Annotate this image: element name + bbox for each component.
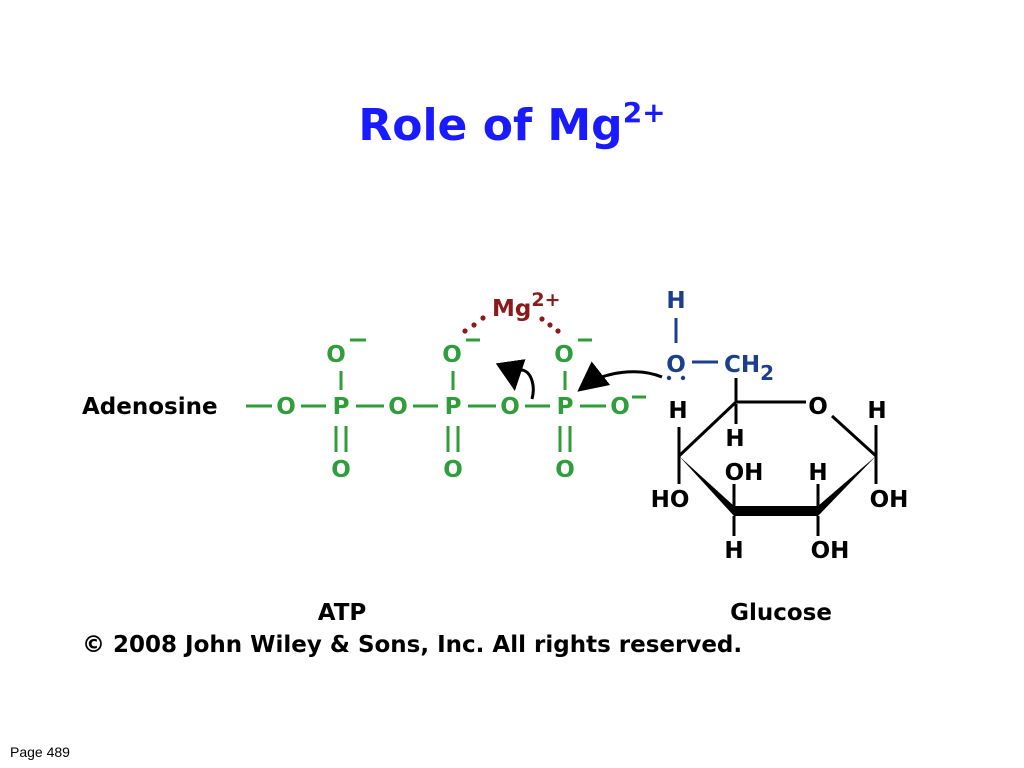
ring-bond [677,400,738,458]
mg-coordination-dots-right [539,316,561,334]
bridging-oxygen: O [500,394,520,420]
ring-hydroxyl: HO [651,487,690,513]
electron-arrow-small [495,359,535,400]
atp-label: ATP [318,600,367,626]
ring-wedge-right [818,456,876,516]
phosphorus-atom-3: P [557,394,574,420]
oxygen-anion: O [326,342,346,368]
oxygen-anion: O [442,342,462,368]
ring-hydrogen: H [725,426,744,452]
hydroxyl-oxygen: O [666,352,686,378]
oxygen-anion: O [554,342,574,368]
ch-label: CH [724,352,760,378]
ring-wedge-left [679,456,734,516]
hydroxyl-hydrogen: H [666,288,685,314]
oxygen-atom: O [388,394,408,420]
nucleophilic-attack-arrow [577,361,663,392]
page-number: Page 489 [10,744,70,760]
mg-label: Mg [492,296,531,322]
copyright-notice: © 2008 John Wiley & Sons, Inc. All right… [82,632,742,658]
ring-hydrogen: H [808,460,827,486]
oxygen-atom: O [276,394,296,420]
phosphorus-atom-1: P [333,394,350,420]
ring-hydrogen: H [724,538,743,564]
glucose-label: Glucose [730,600,832,626]
mg-charge: 2+ [531,289,560,311]
terminal-oxygen: O [610,394,630,420]
page-title: Role of Mg2+ [0,96,1024,151]
methylene-group: CH2 [724,352,774,385]
oxygen-atom: O [443,457,463,483]
ring-hydrogen: H [867,398,886,424]
ring-front-bond [734,506,818,516]
magnesium-ion: Mg2+ [492,289,561,322]
ch-subscript: 2 [760,361,774,385]
phosphorus-atom-2: P [445,394,462,420]
oxygen-atom: O [331,457,351,483]
lone-pair-dots [666,375,686,381]
ring-bond [830,414,878,458]
ring-oxygen: O [808,394,828,420]
ring-hydrogen: H [668,398,687,424]
ring-hydroxyl: OH [725,460,764,486]
adenosine-label: Adenosine [82,394,218,420]
oxygen-atom: O [555,457,575,483]
mg-coordination-dots-left [462,315,486,334]
ring-hydroxyl: OH [870,487,909,513]
ring-hydroxyl: OH [811,538,850,564]
title-superscript: 2+ [622,96,666,129]
title-text: Role of Mg [358,100,623,151]
